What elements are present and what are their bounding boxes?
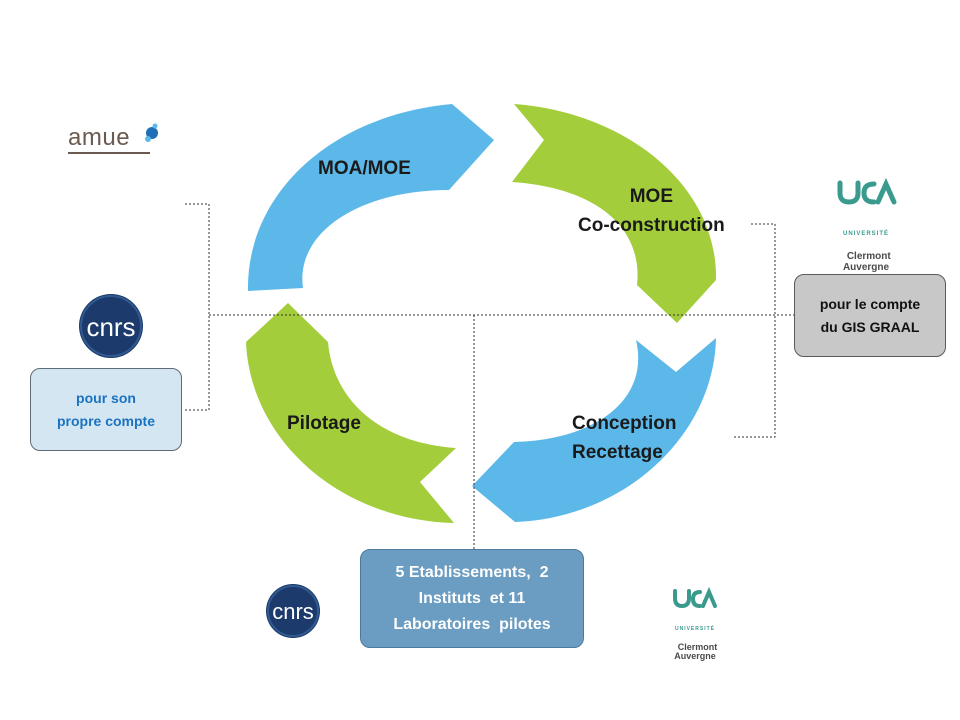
uca-univ-label: UNIVERSITÉ (842, 231, 889, 237)
phase-label-moe-coconstruction: MOE Co-construction (578, 186, 725, 236)
connector-lines (184, 203, 794, 549)
uca-logo-top-mark (837, 177, 897, 205)
connector-cnrs-bracket (184, 203, 210, 411)
gis-account-box: pour le compte du GIS GRAAL (794, 274, 946, 357)
uca-univ-label: UNIVERSITÉ (674, 626, 715, 632)
amue-logo (68, 123, 158, 154)
arrow-pilotage (246, 303, 456, 523)
amue-dot-tiny (152, 123, 158, 129)
uca-name: Clermont Auvergne (674, 642, 718, 661)
uca-logo-top-text: UNIVERSITÉ Clermont Auvergne (823, 207, 909, 273)
cnrs-logo-top: cnrs (79, 294, 143, 358)
pilot-institutions-text: 5 Etablissements, 2 Instituts et 11 Labo… (393, 563, 551, 633)
phase-label-conception-recettage: Conception Recettage (572, 413, 677, 463)
own-account-box: pour son propre compte (30, 368, 182, 451)
arrow-conception-recettage (472, 338, 716, 522)
arrow-moa-moe (247, 104, 494, 291)
amue-wordmark: amue (68, 124, 131, 151)
cnrs-wordmark-top: cnrs (86, 312, 135, 342)
arrow-moe-coconstruction (512, 104, 717, 323)
uca-name: Clermont Auvergne (842, 251, 891, 273)
amue-dot-small (145, 136, 151, 142)
pilot-institutions-box: 5 Etablissements, 2 Instituts et 11 Labo… (360, 549, 584, 648)
uca-logo-bottom-text: UNIVERSITÉ Clermont Auvergne (654, 607, 736, 661)
cnrs-logo-bottom: cnrs (266, 584, 320, 638)
cnrs-wordmark-bottom: cnrs (272, 599, 314, 624)
gis-account-text: pour le compte du GIS GRAAL (819, 295, 921, 335)
phase-label-pilotage: Pilotage (287, 413, 361, 434)
amue-dot-large (146, 127, 158, 139)
uca-logo-bottom-mark (673, 586, 717, 609)
own-account-text: pour son propre compte (56, 389, 155, 429)
connector-uca-bracket (733, 223, 776, 438)
phase-label-moa-moe: MOA/MOE (318, 158, 411, 179)
